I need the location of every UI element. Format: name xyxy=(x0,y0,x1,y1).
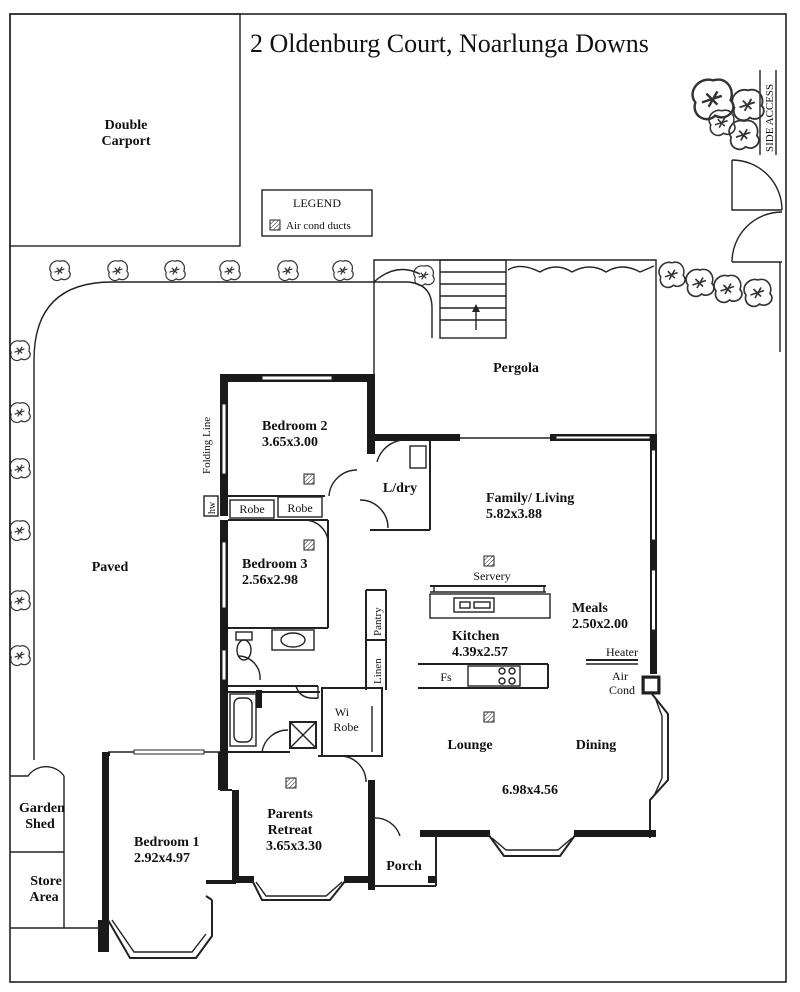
bedroom3-size: 2.56x2.98 xyxy=(242,573,298,588)
air-duct-icon xyxy=(269,219,281,231)
store-label-1: Store xyxy=(30,874,62,889)
cooktop-icon xyxy=(498,667,516,685)
retreat-name-2: Retreat xyxy=(268,823,313,838)
lounge-dining-size: 6.98x4.56 xyxy=(502,783,558,798)
servery-counter xyxy=(429,585,551,619)
folding-line-label: Folding Line xyxy=(201,417,213,474)
garden-trees-top-right xyxy=(691,78,765,151)
side-access: SIDE ACCESS xyxy=(731,70,783,352)
garden-trees-right-hedge xyxy=(658,261,773,308)
meals-size: 2.50x2.00 xyxy=(572,617,628,632)
wi-label-2: Robe xyxy=(333,720,358,734)
air-duct-bedroom2-icon xyxy=(303,473,315,485)
air-duct-family-icon xyxy=(483,555,495,567)
kitchen-name: Kitchen xyxy=(452,629,500,644)
hw-label: hw xyxy=(207,501,218,514)
legend: LEGEND Air cond ducts xyxy=(261,189,373,237)
carport-label-2: Carport xyxy=(102,134,151,149)
family-name: Family/ Living xyxy=(486,491,574,506)
garden-shed-label-1: Garden xyxy=(19,801,65,816)
wi-label-1: Wi xyxy=(335,705,350,719)
entry-steps xyxy=(439,259,507,339)
legend-item: Air cond ducts xyxy=(286,220,351,232)
pergola-area xyxy=(373,259,657,438)
bedroom2-size: 3.65x3.00 xyxy=(262,435,318,450)
linen-label: Linen xyxy=(372,658,384,684)
bedroom2-name: Bedroom 2 xyxy=(262,419,327,434)
lounge-name: Lounge xyxy=(447,738,492,753)
legend-heading: LEGEND xyxy=(293,196,341,210)
air-duct-retreat-icon xyxy=(285,777,297,789)
ldry-label: L/dry xyxy=(383,481,417,496)
aircond-label-1: Air xyxy=(612,669,628,683)
air-duct-lounge-icon xyxy=(483,711,495,723)
robe-label-1: Robe xyxy=(239,502,264,516)
porch-label: Porch xyxy=(386,859,422,874)
garden-shed xyxy=(10,766,100,929)
dining-name: Dining xyxy=(576,738,616,753)
page-border xyxy=(9,13,787,983)
side-access-label: SIDE ACCESS xyxy=(764,84,776,152)
shower-icon xyxy=(289,721,317,749)
air-duct-bedroom3-icon xyxy=(303,539,315,551)
bedroom1-name: Bedroom 1 xyxy=(134,835,199,850)
pergola-label: Pergola xyxy=(493,361,539,376)
retreat-name-1: Parents xyxy=(267,807,313,822)
toilet-icon xyxy=(235,631,253,661)
fs-label: Fs xyxy=(440,670,452,684)
kitchen-bench xyxy=(418,663,549,689)
basin-icon xyxy=(271,629,315,651)
store-label-2: Area xyxy=(29,890,58,905)
retreat-size: 3.65x3.30 xyxy=(266,839,322,854)
carport-label-1: Double xyxy=(105,118,148,133)
bedroom1-size: 2.92x4.97 xyxy=(134,851,190,866)
servery-label: Servery xyxy=(473,569,510,583)
pantry-label: Pantry xyxy=(372,607,384,636)
garden-shed-label-2: Shed xyxy=(25,817,55,832)
carport-area xyxy=(9,13,241,247)
robe-label-2: Robe xyxy=(287,501,312,515)
aircond-label-2: Cond xyxy=(609,683,635,697)
paved-label: Paved xyxy=(92,560,129,575)
heater-label: Heater xyxy=(606,645,638,659)
house-walls xyxy=(98,374,669,959)
family-size: 5.82x3.88 xyxy=(486,507,542,522)
page-title: 2 Oldenburg Court, Noarlunga Downs xyxy=(250,29,649,58)
driveway-edge xyxy=(33,281,433,760)
kitchen-size: 4.39x2.57 xyxy=(452,645,508,660)
bedroom3-name: Bedroom 3 xyxy=(242,557,307,572)
shrub-row-left xyxy=(9,340,31,667)
meals-name: Meals xyxy=(572,601,608,616)
